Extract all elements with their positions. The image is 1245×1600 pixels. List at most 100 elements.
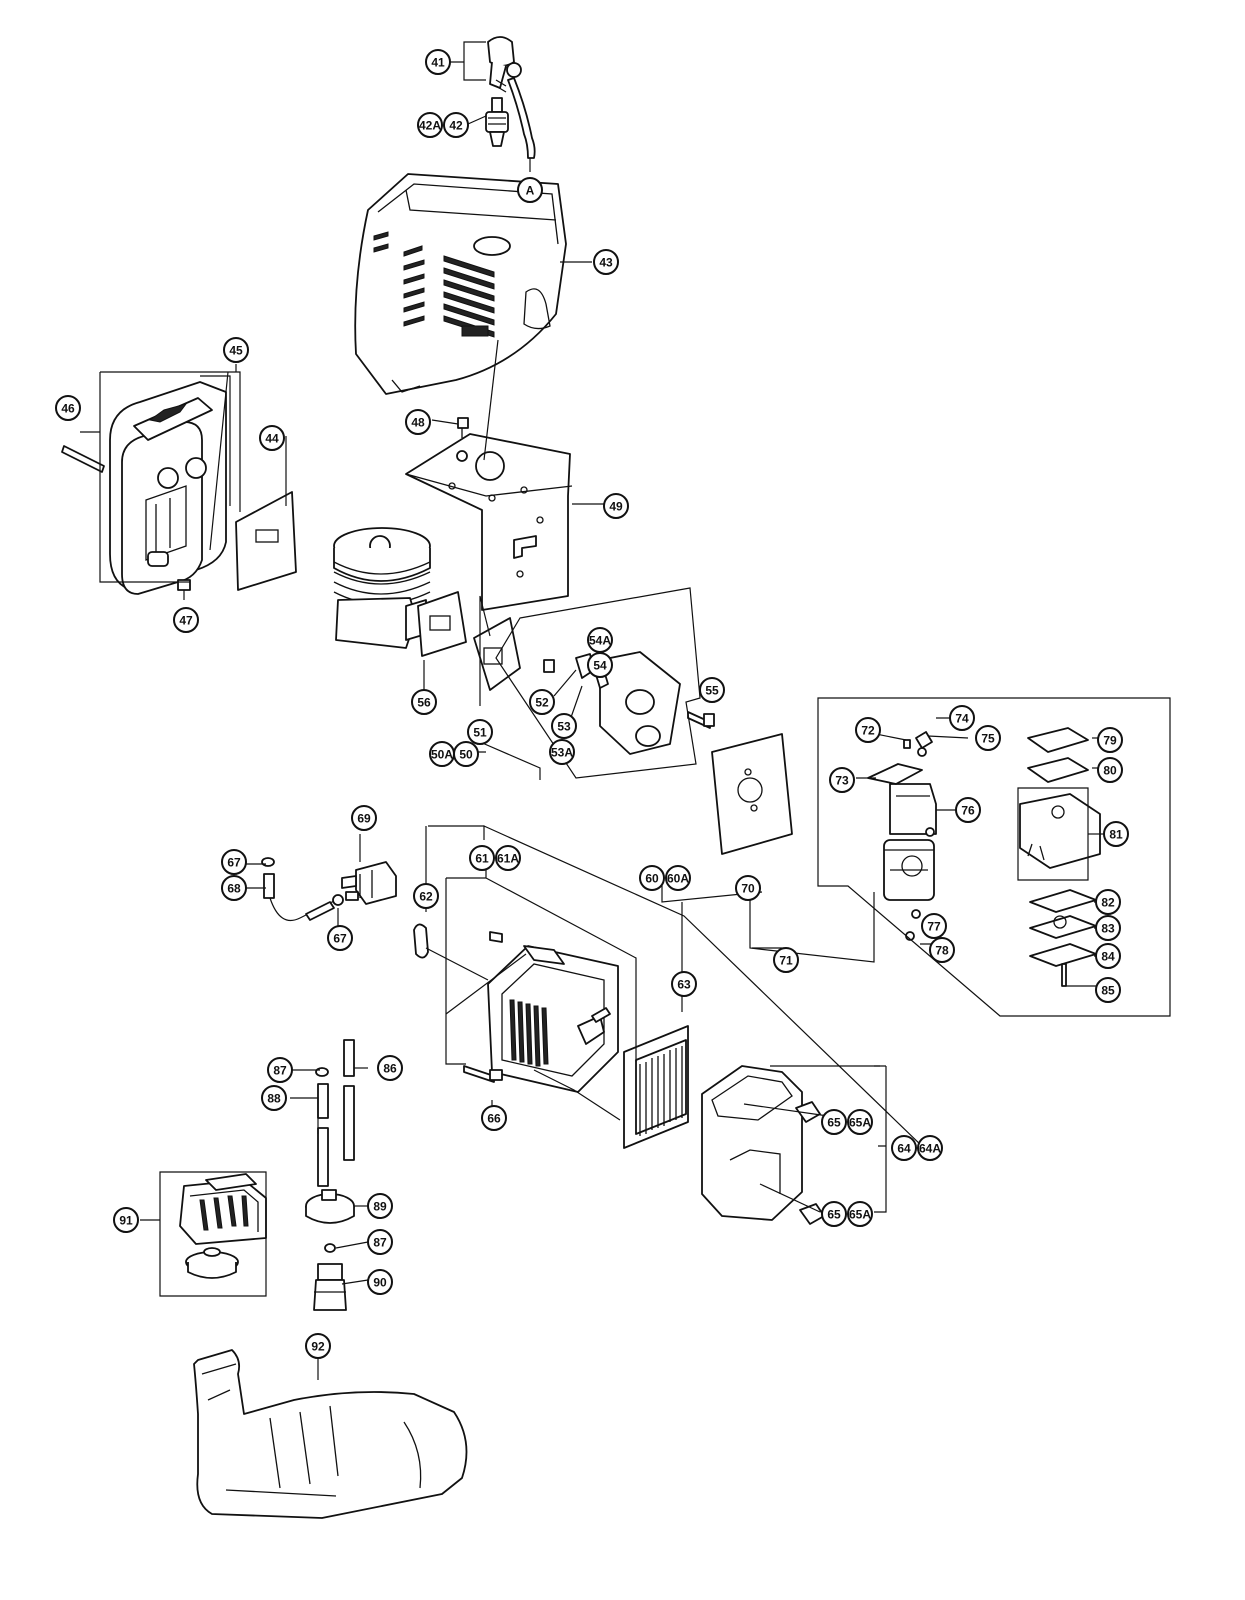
callout-label: 75 <box>981 732 995 746</box>
callout-label: 48 <box>411 416 425 430</box>
carburetor-diaphragm-parts <box>1019 727 1101 987</box>
callout-label: 61 <box>475 852 489 866</box>
fuel-tank-grommet-part <box>305 1189 355 1224</box>
callout-label: 54A <box>589 634 611 648</box>
callout-label: 64 <box>897 1142 911 1156</box>
carb-gasket-70-part <box>711 733 793 855</box>
callout-circle <box>1097 757 1123 783</box>
callout-78: 78 <box>929 937 955 963</box>
callout-44: 44 <box>259 425 285 451</box>
callout-56: 56 <box>411 689 437 715</box>
callout-circle <box>223 337 249 363</box>
callout-label: 88 <box>267 1092 281 1106</box>
callout-75: 75 <box>975 725 1001 751</box>
callout-circle <box>469 845 495 871</box>
callout-circle <box>699 677 725 703</box>
callout-52: 52 <box>529 689 555 715</box>
callout-circle <box>367 1193 393 1219</box>
callout-47: 47 <box>173 607 199 633</box>
callout-67: 67 <box>327 925 353 951</box>
callout-label: 90 <box>373 1276 387 1290</box>
callout-circle <box>735 875 761 901</box>
callout-label: 51 <box>473 726 487 740</box>
callout-circle <box>929 937 955 963</box>
callout-label: 77 <box>927 920 941 934</box>
callout-circle <box>495 845 521 871</box>
callout-label: 89 <box>373 1200 387 1214</box>
callout-circle <box>821 1109 847 1135</box>
callout-61: 61 <box>469 845 495 871</box>
callout-77: 77 <box>921 913 947 939</box>
callout-circle <box>603 493 629 519</box>
callout-circle <box>411 689 437 715</box>
callout-87: 87 <box>367 1229 393 1255</box>
callout-label: 68 <box>227 882 241 896</box>
callout-51: 51 <box>467 719 493 745</box>
callout-circle <box>481 1105 507 1131</box>
callout-label: 53A <box>551 746 573 760</box>
callout-circle <box>847 1109 873 1135</box>
callout-circle <box>517 177 543 203</box>
callout-69: 69 <box>351 805 377 831</box>
callout-circle <box>549 739 575 765</box>
callout-label: 42A <box>419 119 441 133</box>
callout-label: 53 <box>557 720 571 734</box>
callout-70: 70 <box>735 875 761 901</box>
callout-label: 52 <box>535 696 549 710</box>
callout-circle <box>529 689 555 715</box>
callout-label: 55 <box>705 684 719 698</box>
o-ring-part <box>413 923 429 959</box>
callout-80: 80 <box>1097 757 1123 783</box>
callout-68: 68 <box>221 875 247 901</box>
callout-65A: 65A <box>847 1109 873 1135</box>
callout-72: 72 <box>855 717 881 743</box>
callout-label: 49 <box>609 500 623 514</box>
callout-label: 66 <box>487 1112 501 1126</box>
callout-label: 73 <box>835 774 849 788</box>
callout-86: 86 <box>377 1055 403 1081</box>
callout-circle <box>413 883 439 909</box>
callout-label: 42 <box>449 119 463 133</box>
callout-53: 53 <box>551 713 577 739</box>
callout-circle <box>921 913 947 939</box>
primer-pump-part <box>261 857 397 922</box>
carburetor-adapter-part <box>543 651 681 755</box>
callout-label: 87 <box>273 1064 287 1078</box>
callout-label: 83 <box>1101 922 1115 936</box>
callout-64A: 64A <box>917 1135 943 1161</box>
callout-92: 92 <box>305 1333 331 1359</box>
callout-circle <box>891 1135 917 1161</box>
muffler-assembly-part <box>61 381 227 595</box>
callout-label: 80 <box>1103 764 1117 778</box>
callout-61A: 61A <box>495 845 521 871</box>
callout-50A: 50A <box>429 741 455 767</box>
callout-circle <box>261 1085 287 1111</box>
callout-circle <box>327 925 353 951</box>
callout-label: 92 <box>311 1340 325 1354</box>
callout-circle <box>587 652 613 678</box>
callout-label: 81 <box>1109 828 1123 842</box>
callout-label: 79 <box>1103 734 1117 748</box>
callout-label: 78 <box>935 944 949 958</box>
callout-label: A <box>526 184 535 198</box>
callout-48: 48 <box>405 409 431 435</box>
callout-circle <box>773 947 799 973</box>
callout-49: 49 <box>603 493 629 519</box>
callout-67: 67 <box>221 849 247 875</box>
callout-83: 83 <box>1095 915 1121 941</box>
callout-label: 54 <box>593 659 607 673</box>
screw-48-part <box>457 417 469 438</box>
callout-circle <box>173 607 199 633</box>
fuel-cap-part <box>179 1173 267 1279</box>
callout-circle <box>955 797 981 823</box>
callout-circle <box>443 112 469 138</box>
callout-label: 64A <box>919 1142 941 1156</box>
callout-54A: 54A <box>587 627 613 653</box>
insulator-part <box>473 617 521 691</box>
callout-label: 60A <box>667 872 689 886</box>
callout-88: 88 <box>261 1085 287 1111</box>
callout-label: 86 <box>383 1062 397 1076</box>
callout-79: 79 <box>1097 727 1123 753</box>
callout-circle <box>351 805 377 831</box>
